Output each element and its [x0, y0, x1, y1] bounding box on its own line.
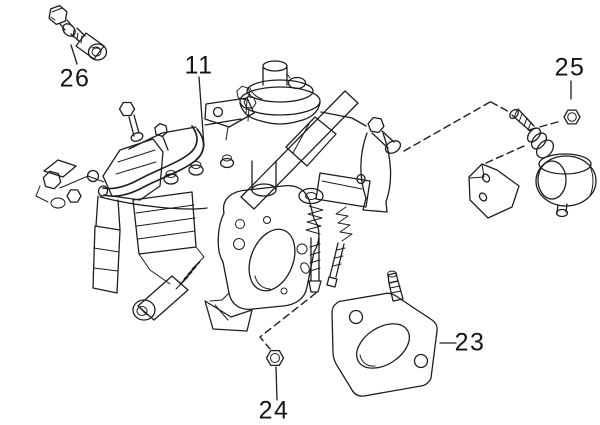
egr-valve-dome [239, 60, 321, 125]
actuator-bracket [468, 163, 520, 219]
callout-label-26: 26 [59, 64, 91, 93]
actuator-stud [509, 108, 555, 159]
nut-25-drawing [563, 109, 581, 125]
callout-label-25: 25 [554, 53, 586, 82]
carburetor-assembly-drawing [35, 60, 402, 332]
throttle-flange [217, 185, 320, 310]
leader-line-26 [70, 44, 78, 65]
callout-label-11: 11 [184, 51, 214, 80]
leader-lines [70, 44, 572, 401]
fuel-hose [97, 125, 205, 197]
right-bracket-arm [315, 116, 402, 213]
fuel-inlet-fittings [35, 159, 105, 209]
nut-24-drawing [265, 349, 285, 367]
insulator-bore [356, 323, 410, 369]
top-bracket-plate [204, 85, 255, 141]
insulator-23-drawing [331, 270, 438, 397]
actuator-diaphragm [535, 153, 597, 218]
carburetor-body [92, 111, 367, 294]
throttle-bore [248, 228, 296, 292]
bottom-foot [204, 292, 253, 332]
callout-label-23: 23 [454, 328, 486, 357]
insulator-stud [387, 270, 404, 302]
diagonal-linkage-rod [240, 90, 359, 210]
leader-line-11 [198, 76, 205, 147]
right-spring-screw [326, 206, 353, 288]
body-top-screws [163, 154, 235, 185]
idle-screw-spring [132, 246, 205, 321]
callout-label-24: 24 [258, 396, 290, 425]
assembly-dashed-line-24 [259, 292, 317, 350]
bolt-26-drawing [48, 4, 108, 61]
cover-bolts [118, 96, 257, 151]
vacuum-pots [251, 160, 324, 205]
leader-line-24 [275, 366, 278, 401]
vacuum-actuator-drawing [468, 108, 597, 219]
